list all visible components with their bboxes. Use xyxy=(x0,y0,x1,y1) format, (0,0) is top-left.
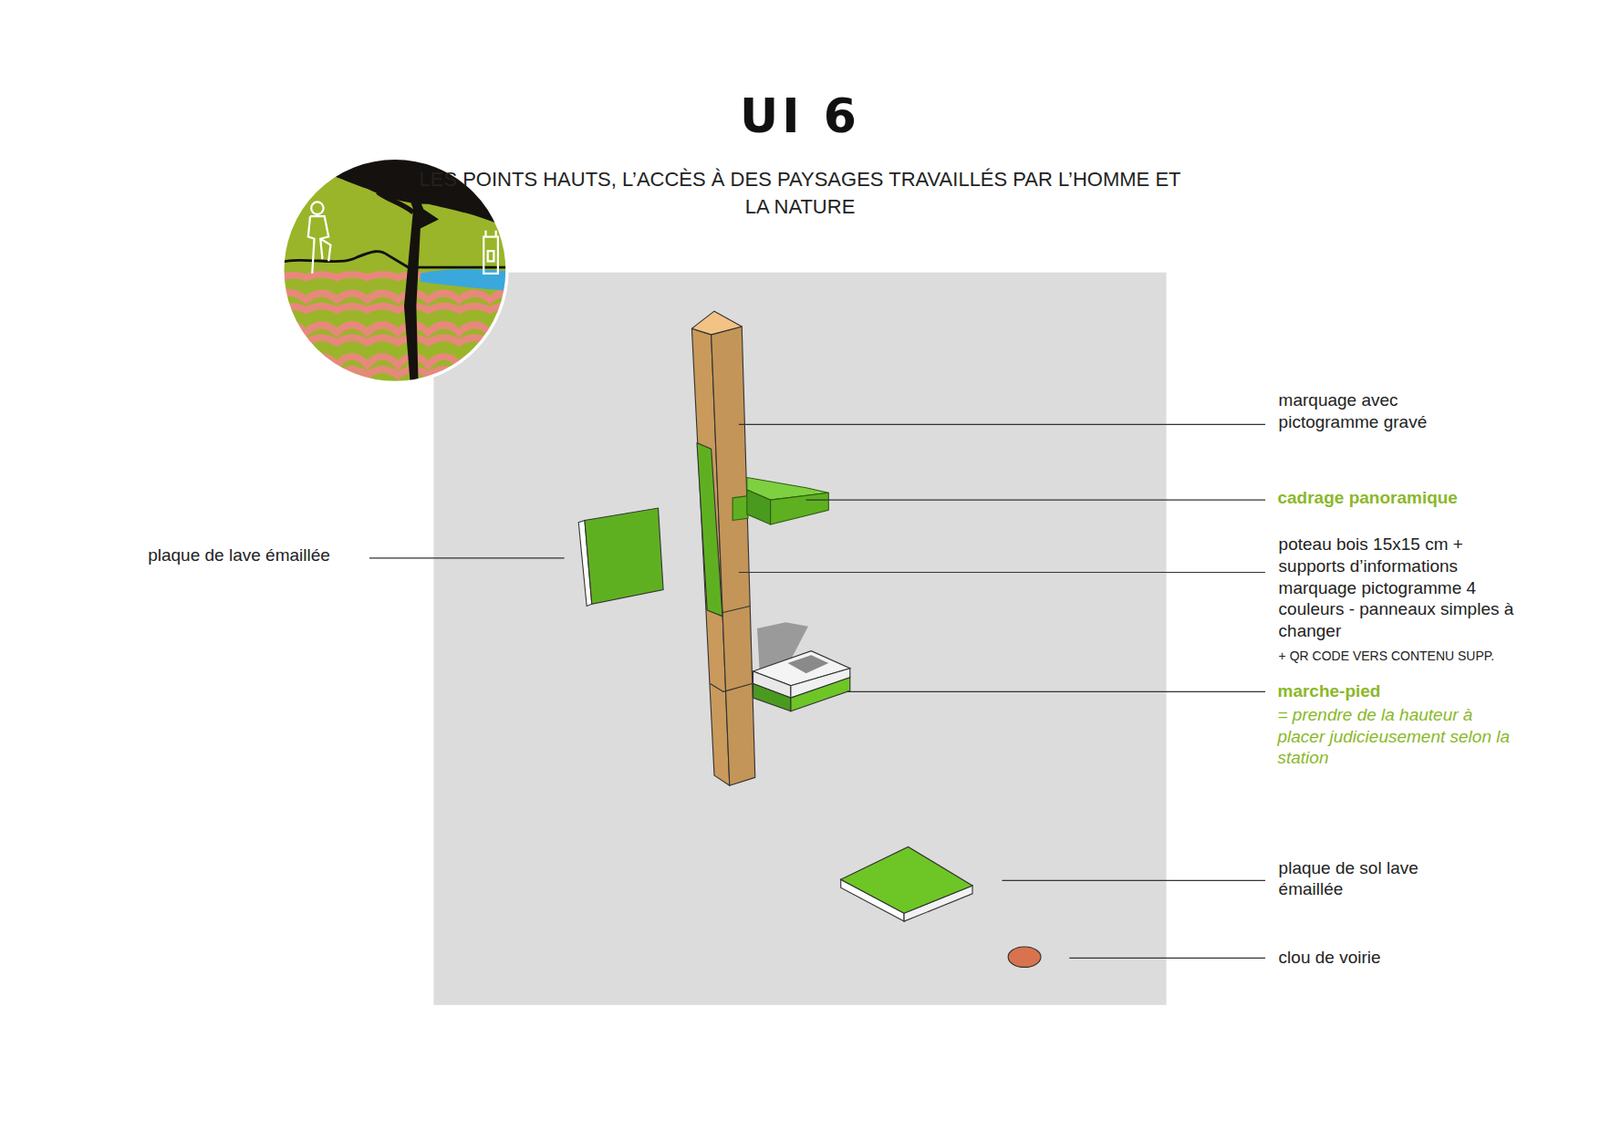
callout: cadrage panoramique xyxy=(1277,487,1543,510)
step xyxy=(753,651,851,712)
ground-plaque xyxy=(841,846,973,922)
road-stud xyxy=(1007,946,1041,967)
ground-panel xyxy=(433,272,1166,1006)
leader-lines xyxy=(369,424,1266,958)
callout: plaque de sol lave émaillée xyxy=(1278,857,1433,902)
callout-note: = prendre de la hauteur à placer judicie… xyxy=(1277,704,1512,769)
enamel-plaque xyxy=(578,508,664,606)
note: + QR CODE VERS CONTENU SUPP. xyxy=(1278,648,1600,665)
panoramic-frame xyxy=(732,477,829,525)
callout: plaque de lave émaillée xyxy=(147,544,393,567)
wooden-post xyxy=(691,311,755,786)
callout: marche-pied xyxy=(1277,680,1482,703)
title: UI 6 xyxy=(0,85,1600,148)
subtitle: LES POINTS HAUTS, L’ACCÈS À DES PAYSAGES… xyxy=(412,166,1188,220)
callout: clou de voirie xyxy=(1278,946,1484,969)
landscape-badge xyxy=(275,153,520,412)
callout: marquage avec pictogramme gravé xyxy=(1278,389,1484,434)
callout: poteau bois 15x15 cm + supports d’inform… xyxy=(1278,533,1535,643)
